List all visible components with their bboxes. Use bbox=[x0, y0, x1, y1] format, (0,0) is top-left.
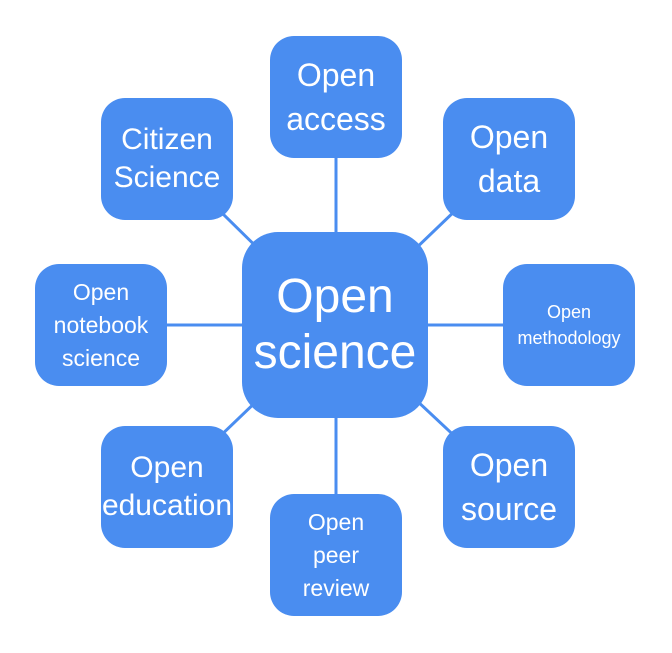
node-label-line: Open bbox=[307, 508, 365, 535]
node-label-line: science bbox=[253, 326, 417, 379]
node-label-line: Open bbox=[546, 302, 592, 322]
node-label-line: source bbox=[460, 491, 558, 527]
node-label-line: review bbox=[302, 574, 370, 601]
node-label-line: Open bbox=[469, 447, 549, 483]
node-open-peer-review: Open peer review bbox=[270, 494, 402, 616]
node-open-science: Open science bbox=[242, 232, 428, 418]
node-label-line: methodology bbox=[517, 328, 621, 348]
node-open-access: Open access bbox=[270, 36, 402, 158]
node-label-line: education bbox=[101, 489, 233, 522]
node-label-line: Science bbox=[113, 161, 221, 194]
node-label-line: notebook bbox=[53, 311, 149, 338]
node-open-data: Open data bbox=[443, 98, 575, 220]
node-open-education: Open education bbox=[101, 426, 233, 548]
node-label-line: data bbox=[477, 163, 541, 199]
node-label-line: Open bbox=[469, 119, 549, 155]
node-open-source: Open source bbox=[443, 426, 575, 548]
node-label-line: peer bbox=[312, 541, 360, 568]
node-label-line: Open bbox=[276, 270, 394, 323]
node-open-notebook-science: Open notebook science bbox=[35, 264, 167, 386]
node-open-methodology: Open methodology bbox=[503, 264, 635, 386]
node-label-line: Open bbox=[130, 451, 204, 484]
node-label-line: science bbox=[62, 344, 140, 371]
node-label-line: Open bbox=[296, 57, 376, 93]
node-label-line: Open bbox=[72, 278, 130, 305]
node-label-line: Citizen bbox=[121, 123, 213, 156]
node-label-line: access bbox=[286, 101, 386, 137]
node-citizen-science: Citizen Science bbox=[101, 98, 233, 220]
